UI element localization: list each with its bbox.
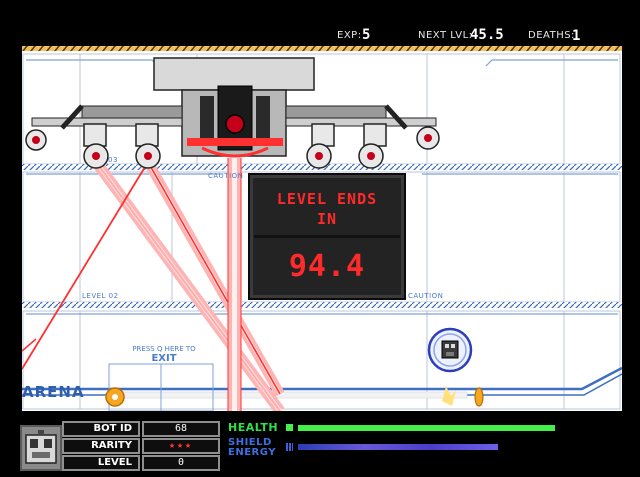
arena-scenery xyxy=(22,46,622,411)
boss-machine xyxy=(25,57,440,169)
bottom-hud: BOT ID 68 RARITY ★★★ LEVEL 0 HEALTH SHIE… xyxy=(0,411,640,477)
exit-door[interactable] xyxy=(108,363,214,411)
rarity-stars: ★★★ xyxy=(142,438,220,454)
top-hazard-stripe xyxy=(22,46,622,51)
shield-label-line1: SHIELD xyxy=(228,437,272,448)
exp-label: EXP: xyxy=(337,30,362,41)
gear-icon-left xyxy=(105,387,125,407)
caution-label-upper: CAUTION xyxy=(208,172,244,180)
level-stat-label: LEVEL xyxy=(62,455,140,471)
health-bar xyxy=(298,425,555,431)
gear-icon-right xyxy=(474,387,484,407)
middle-floor-stripe xyxy=(22,302,622,308)
shield-label-line2: ENERGY xyxy=(228,447,276,458)
caution-label-lower: CAUTION xyxy=(408,292,444,300)
bot-id-value: 68 xyxy=(142,421,220,437)
deaths-label: DEATHS: xyxy=(528,30,575,41)
game-arena: 03 CAUTION LEVEL 02 CAUTION LEVEL ENDS I… xyxy=(22,46,622,411)
level-label: LEVEL 02 xyxy=(82,292,119,300)
next-level-label: NEXT LVL: xyxy=(418,30,473,41)
health-label: HEALTH xyxy=(228,421,279,434)
exit-prompt-text: PRESS Q HERE TO xyxy=(132,345,196,353)
arena-rail xyxy=(22,366,622,399)
timer-divider xyxy=(254,235,400,238)
level-stat-value: 0 xyxy=(142,455,220,471)
spark-effect xyxy=(442,386,456,406)
deaths-value: 1 xyxy=(572,28,581,44)
level-timer-panel: LEVEL ENDS IN 94.4 xyxy=(248,173,406,300)
exp-value: 5 xyxy=(362,27,371,43)
laser-beams xyxy=(22,158,285,411)
bot-portrait-icon xyxy=(25,430,57,464)
timer-value: 94.4 xyxy=(288,249,366,284)
rarity-label: RARITY xyxy=(62,438,140,454)
health-bar-cap xyxy=(286,424,293,431)
next-level-value: 45.5 xyxy=(470,27,504,43)
player-bot[interactable] xyxy=(427,327,473,373)
bot-portrait xyxy=(20,425,62,471)
shield-bar-cap xyxy=(286,443,293,451)
section-label: 03 xyxy=(108,156,118,164)
timer-title: LEVEL ENDS IN xyxy=(276,190,378,228)
shield-energy-bar xyxy=(298,444,499,450)
shield-energy-label: SHIELD ENERGY xyxy=(228,438,276,458)
exit-prompt-title: EXIT xyxy=(151,353,177,364)
arena-label: ARENA xyxy=(22,383,85,401)
exit-prompt: PRESS Q HERE TO EXIT xyxy=(104,345,224,364)
top-hud: EXP: 5 NEXT LVL: 45.5 DEATHS: 1 xyxy=(0,0,640,46)
bot-id-label: BOT ID xyxy=(62,421,140,437)
